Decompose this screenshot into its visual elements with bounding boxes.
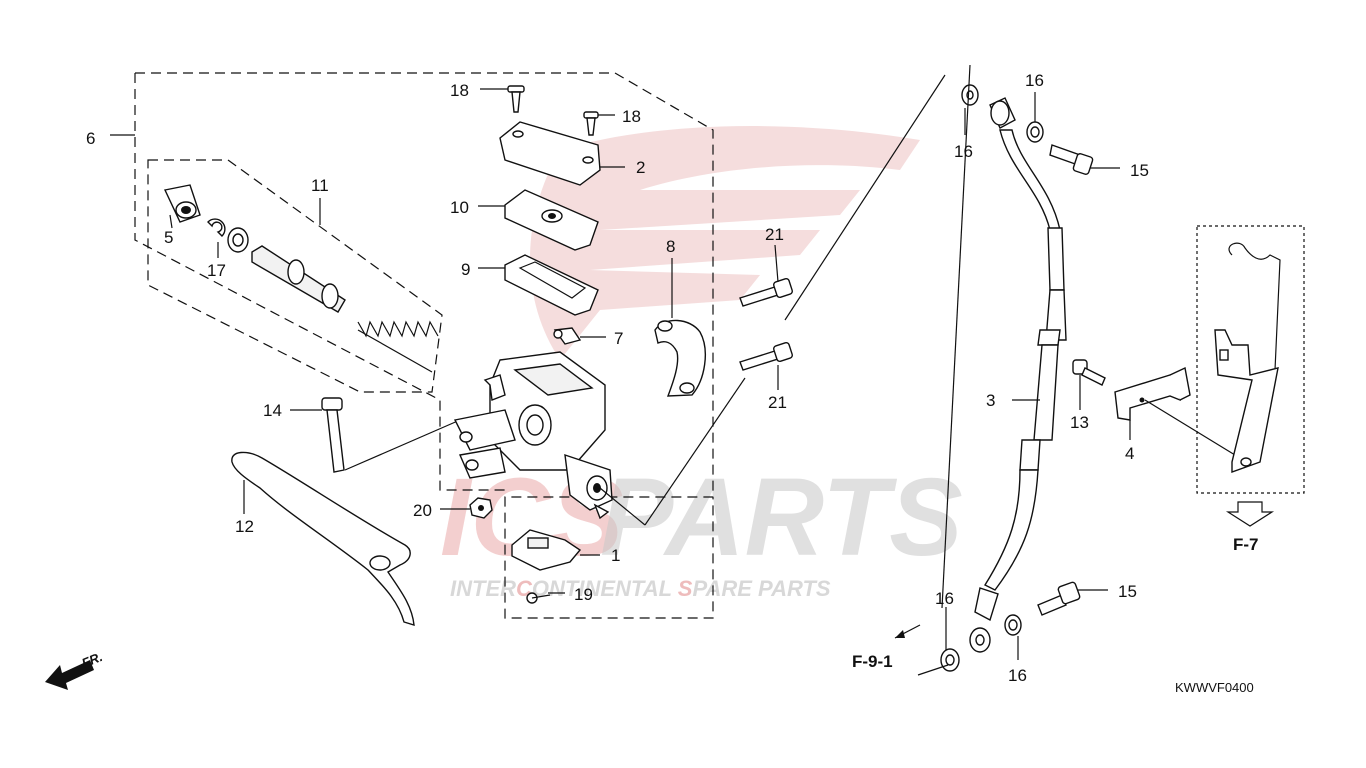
part-label-10: 10 <box>450 198 469 217</box>
part-label-4: 4 <box>1125 444 1134 463</box>
part-label-16b: 16 <box>954 142 973 161</box>
part-label-8: 8 <box>666 237 675 256</box>
spring <box>357 320 439 373</box>
front-direction-arrow: FR. <box>45 649 105 690</box>
watermark-tagline: INTERCONTINENTAL SPARE PARTS <box>450 576 831 601</box>
watermark: ICS PARTS INTERCONTINENTAL SPARE PARTS <box>440 126 963 601</box>
part-label-16a: 16 <box>1025 71 1044 90</box>
ref-f91-arrow <box>894 624 949 676</box>
part-label-12: 12 <box>235 517 254 536</box>
part-label-5: 5 <box>164 228 173 247</box>
watermark-wing-logo <box>530 126 920 360</box>
screw-18-b <box>583 111 615 136</box>
part-label-16c: 16 <box>935 589 954 608</box>
washer-16-bottom-b <box>1004 614 1022 660</box>
clip-7 <box>553 327 606 345</box>
piston-boot-5 <box>163 184 201 229</box>
part-label-18b: 18 <box>622 107 641 126</box>
brake-switch-1 <box>511 529 600 571</box>
part-label-13: 13 <box>1070 413 1089 432</box>
master-cylinder-body <box>453 351 746 526</box>
bolt-13 <box>1072 359 1106 410</box>
watermark-brand-right: PARTS <box>600 456 963 579</box>
pivot-bolt-14 <box>290 397 461 473</box>
part-label-20: 20 <box>413 501 432 520</box>
part-label-11: 11 <box>311 176 329 195</box>
bolt-21-b <box>739 341 794 390</box>
part-label-9: 9 <box>461 260 470 279</box>
bolt-15-top <box>1049 144 1120 175</box>
part-label-15a: 15 <box>1130 161 1149 180</box>
part-label-17: 17 <box>207 261 226 280</box>
bolt-21-a <box>739 244 794 307</box>
part-label-7: 7 <box>614 329 623 348</box>
part-label-15b: 15 <box>1118 582 1137 601</box>
part-labels: 6 11 5 17 14 12 18 18 2 10 9 8 7 21 21 2… <box>86 71 1149 685</box>
sub-view-f7 <box>1196 225 1305 527</box>
piston <box>251 245 346 313</box>
part-label-16d: 16 <box>1008 666 1027 685</box>
washer-16-top-a <box>964 92 1044 143</box>
nut-20 <box>440 497 493 519</box>
part-label-14: 14 <box>263 401 282 420</box>
bolt-15-bottom <box>1037 581 1108 616</box>
hose-bracket-4 <box>1114 366 1236 456</box>
part-label-19: 19 <box>574 585 593 604</box>
part-label-6: 6 <box>86 129 95 148</box>
brake-lever-12 <box>231 451 415 626</box>
part-label-21b: 21 <box>768 393 787 412</box>
part-label-3: 3 <box>986 391 995 410</box>
holder-8 <box>654 258 706 397</box>
screw-19 <box>526 592 565 604</box>
reservoir-cap-2 <box>499 121 625 186</box>
part-label-2: 2 <box>636 158 645 177</box>
reference-f7: F-7 <box>1233 535 1259 554</box>
part-label-21a: 21 <box>765 225 784 244</box>
washer <box>227 227 249 253</box>
diagram-code: KWWVF0400 <box>1175 680 1254 695</box>
leader-hose-top <box>784 74 946 321</box>
brake-hose-3 <box>961 84 1067 653</box>
screw-18-a <box>480 85 525 113</box>
direction-label: FR. <box>80 649 105 671</box>
part-label-18a: 18 <box>450 81 469 100</box>
diaphragm-plate-10 <box>478 189 599 251</box>
diaphragm-9 <box>478 254 599 316</box>
reference-f91: F-9-1 <box>852 652 893 671</box>
assembly-outline-11 <box>147 159 443 393</box>
part-label-1: 1 <box>611 546 620 565</box>
circlip-17 <box>207 218 226 258</box>
